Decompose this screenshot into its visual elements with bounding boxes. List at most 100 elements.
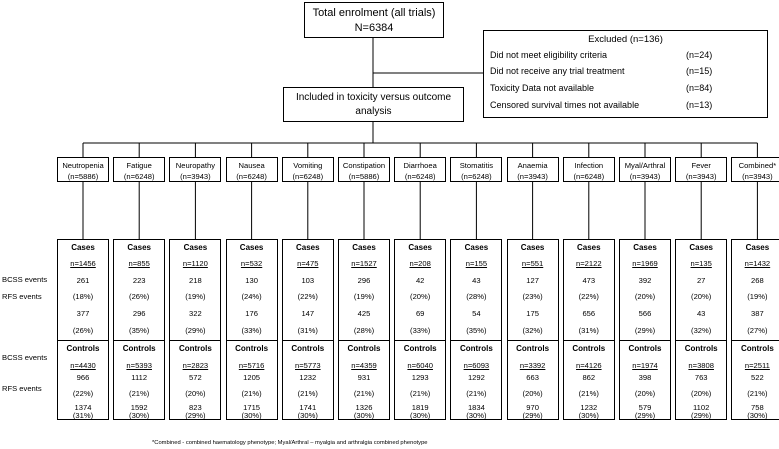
controls-count: n=1974 bbox=[632, 361, 658, 370]
controls-rfs-percent: (30%) bbox=[129, 411, 150, 420]
cases-rfs-events: 656 bbox=[582, 309, 596, 318]
cases-controls-divider bbox=[226, 340, 277, 341]
controls-bcss-events: 1293 bbox=[411, 373, 429, 382]
cases-rfs-percent: (32%) bbox=[691, 326, 712, 335]
toxicity-name: Infection bbox=[574, 161, 604, 170]
toxicity-name: Neuropathy bbox=[175, 161, 216, 170]
cases-rfs-events: 69 bbox=[415, 309, 425, 318]
toxicity-n: (n=5886) bbox=[348, 172, 380, 181]
cases-bcss-percent: (28%) bbox=[466, 292, 487, 301]
controls-bcss-percent: (21%) bbox=[129, 389, 150, 398]
toxicity-name: Fever bbox=[691, 161, 711, 170]
toxicity-name: Myal/Arthral bbox=[624, 161, 666, 170]
row-label-bcss-controls: BCSS events bbox=[2, 353, 48, 362]
controls-rfs-percent: (30%) bbox=[297, 411, 318, 420]
cases-bcss-events: 43 bbox=[472, 276, 481, 285]
cases-count: n=1969 bbox=[632, 259, 658, 268]
cases-bcss-percent: (19%) bbox=[185, 292, 206, 301]
included-title: Included in toxicity versus outcome bbox=[295, 92, 452, 103]
controls-heading: Controls bbox=[291, 344, 325, 353]
cases-bcss-percent: (19%) bbox=[353, 292, 375, 301]
toxicity-name: Combined* bbox=[738, 161, 777, 170]
cases-controls-divider bbox=[507, 340, 558, 341]
cases-controls-divider bbox=[114, 340, 165, 341]
controls-count: n=4126 bbox=[576, 361, 602, 370]
toxicity-n: (n=6248) bbox=[573, 172, 605, 181]
toxicity-n: (n=6248) bbox=[236, 172, 267, 181]
toxicity-n: (n=3943) bbox=[629, 172, 661, 181]
excluded-item-label: Did not meet eligibility criteria bbox=[490, 50, 608, 60]
included-box: Included in toxicity versus outcome anal… bbox=[283, 87, 464, 122]
cases-bcss-events: 130 bbox=[245, 276, 258, 285]
excluded-item-label: Did not receive any trial treatment bbox=[490, 66, 625, 76]
cases-heading: Cases bbox=[520, 243, 545, 252]
excluded-box: Excluded (n=136) Did not meet eligibilit… bbox=[483, 30, 768, 118]
controls-bcss-events: 572 bbox=[189, 373, 202, 382]
cases-count: n=551 bbox=[521, 259, 544, 268]
cases-bcss-percent: (26%) bbox=[129, 292, 150, 301]
toxicity-n: (n=3943) bbox=[685, 172, 717, 181]
controls-rfs-percent: (30%) bbox=[466, 411, 487, 420]
toxicity-header-box: Anaemia(n=3943) bbox=[506, 157, 559, 182]
controls-bcss-events: 1232 bbox=[299, 373, 317, 382]
cases-rfs-events: 147 bbox=[301, 309, 315, 318]
controls-rfs-events: 1326 bbox=[355, 403, 373, 412]
cases-rfs-percent: (31%) bbox=[578, 326, 599, 335]
included-subtitle: analysis bbox=[355, 106, 392, 117]
controls-rfs-events: 1102 bbox=[693, 403, 710, 412]
controls-count: n=5716 bbox=[238, 361, 265, 370]
toxicity-header-box: Stomatitis(n=6248) bbox=[450, 157, 503, 182]
cases-controls-divider bbox=[395, 340, 446, 341]
cases-count: n=1527 bbox=[351, 259, 377, 268]
excluded-item: Did not meet eligibility criteria (n=24) bbox=[490, 49, 763, 61]
controls-bcss-percent: (20%) bbox=[634, 389, 656, 398]
cases-rfs-events: 322 bbox=[189, 309, 202, 318]
controls-bcss-events: 763 bbox=[694, 373, 708, 382]
controls-bcss-events: 663 bbox=[526, 373, 539, 382]
excluded-title: Excluded (n=136) bbox=[588, 34, 663, 45]
controls-heading: Controls bbox=[122, 344, 156, 353]
cases-rfs-percent: (27%) bbox=[747, 326, 768, 335]
cases-rfs-events: 176 bbox=[245, 309, 258, 318]
controls-count: n=2823 bbox=[182, 361, 209, 370]
cases-heading: Cases bbox=[633, 243, 657, 252]
excluded-item-count: (n=84) bbox=[686, 83, 713, 93]
controls-rfs-percent: (30%) bbox=[353, 411, 375, 420]
cases-count: n=155 bbox=[465, 259, 488, 268]
controls-heading: Controls bbox=[572, 344, 606, 353]
controls-bcss-events: 522 bbox=[751, 373, 764, 382]
toxicity-name: Anaemia bbox=[517, 161, 548, 170]
cases-count: n=1456 bbox=[70, 259, 96, 268]
cases-heading: Cases bbox=[577, 243, 601, 252]
controls-bcss-events: 1112 bbox=[131, 373, 148, 382]
controls-bcss-events: 1205 bbox=[243, 373, 261, 382]
controls-bcss-percent: (21%) bbox=[578, 389, 599, 398]
controls-bcss-events: 1292 bbox=[467, 373, 485, 382]
controls-count: n=4359 bbox=[351, 361, 377, 370]
cases-rfs-percent: (33%) bbox=[410, 326, 431, 335]
toxicity-n: (n=6248) bbox=[123, 172, 155, 181]
controls-count: n=2511 bbox=[744, 361, 770, 370]
cases-rfs-events: 387 bbox=[751, 309, 764, 318]
cases-bcss-events: 42 bbox=[415, 276, 425, 285]
toxicity-n: (n=6248) bbox=[292, 172, 324, 181]
row-label-rfs-controls: RFS events bbox=[2, 384, 42, 393]
controls-bcss-percent: (21%) bbox=[466, 389, 487, 398]
footnote: *Combined - combined haematology phenoty… bbox=[152, 440, 428, 446]
controls-rfs-percent: (30%) bbox=[241, 411, 262, 420]
cases-bcss-events: 392 bbox=[638, 276, 652, 285]
cases-rfs-percent: (33%) bbox=[241, 326, 262, 335]
controls-bcss-percent: (20%) bbox=[522, 389, 543, 398]
cases-rfs-events: 566 bbox=[638, 309, 652, 318]
cases-rfs-events: 54 bbox=[472, 309, 481, 318]
cases-rfs-events: 175 bbox=[526, 309, 539, 318]
controls-bcss-percent: (22%) bbox=[72, 389, 94, 398]
cases-bcss-events: 296 bbox=[357, 276, 371, 285]
controls-bcss-events: 931 bbox=[357, 373, 371, 382]
cases-count: n=1432 bbox=[744, 259, 771, 268]
